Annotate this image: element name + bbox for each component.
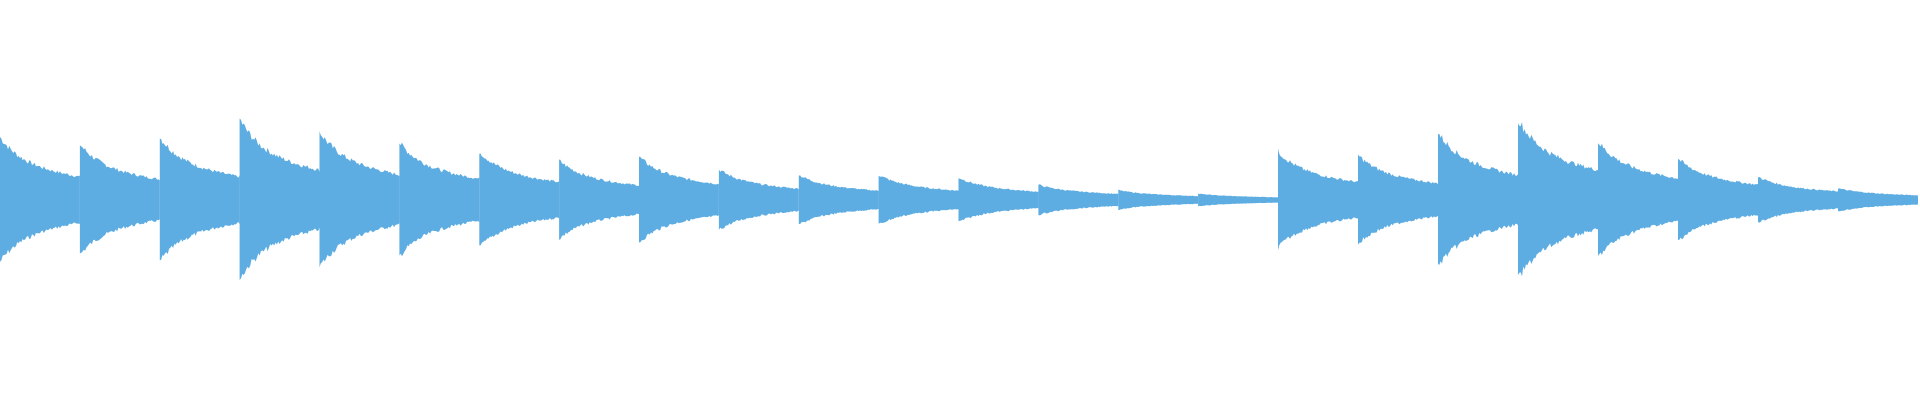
waveform-segment — [1358, 154, 1438, 245]
waveform-segment — [1278, 148, 1358, 251]
waveform-segment — [1038, 184, 1119, 216]
waveform-segment — [1518, 122, 1598, 277]
waveform-segment — [639, 156, 719, 243]
waveform-segment — [798, 175, 879, 225]
waveform-segment — [239, 118, 320, 280]
waveform-segment — [0, 137, 80, 262]
waveform-segment — [1678, 159, 1758, 241]
waveform-segment — [79, 145, 160, 254]
waveform-segment — [319, 131, 400, 268]
waveform-segment — [559, 159, 639, 240]
waveform-segment — [159, 138, 240, 261]
waveform-segment — [878, 175, 959, 224]
waveform-segments — [0, 118, 1918, 280]
waveform-segment — [399, 142, 480, 257]
waveform-segment — [1758, 177, 1838, 223]
waveform-segment — [1598, 143, 1678, 256]
waveform-segment — [1198, 193, 1278, 207]
waveform-segment — [718, 169, 799, 230]
waveform-segment — [1118, 189, 1199, 210]
waveform-segment — [1438, 133, 1518, 265]
waveform-segment — [958, 178, 1039, 222]
waveform-segment — [479, 153, 560, 246]
waveform-segment — [1838, 188, 1918, 212]
